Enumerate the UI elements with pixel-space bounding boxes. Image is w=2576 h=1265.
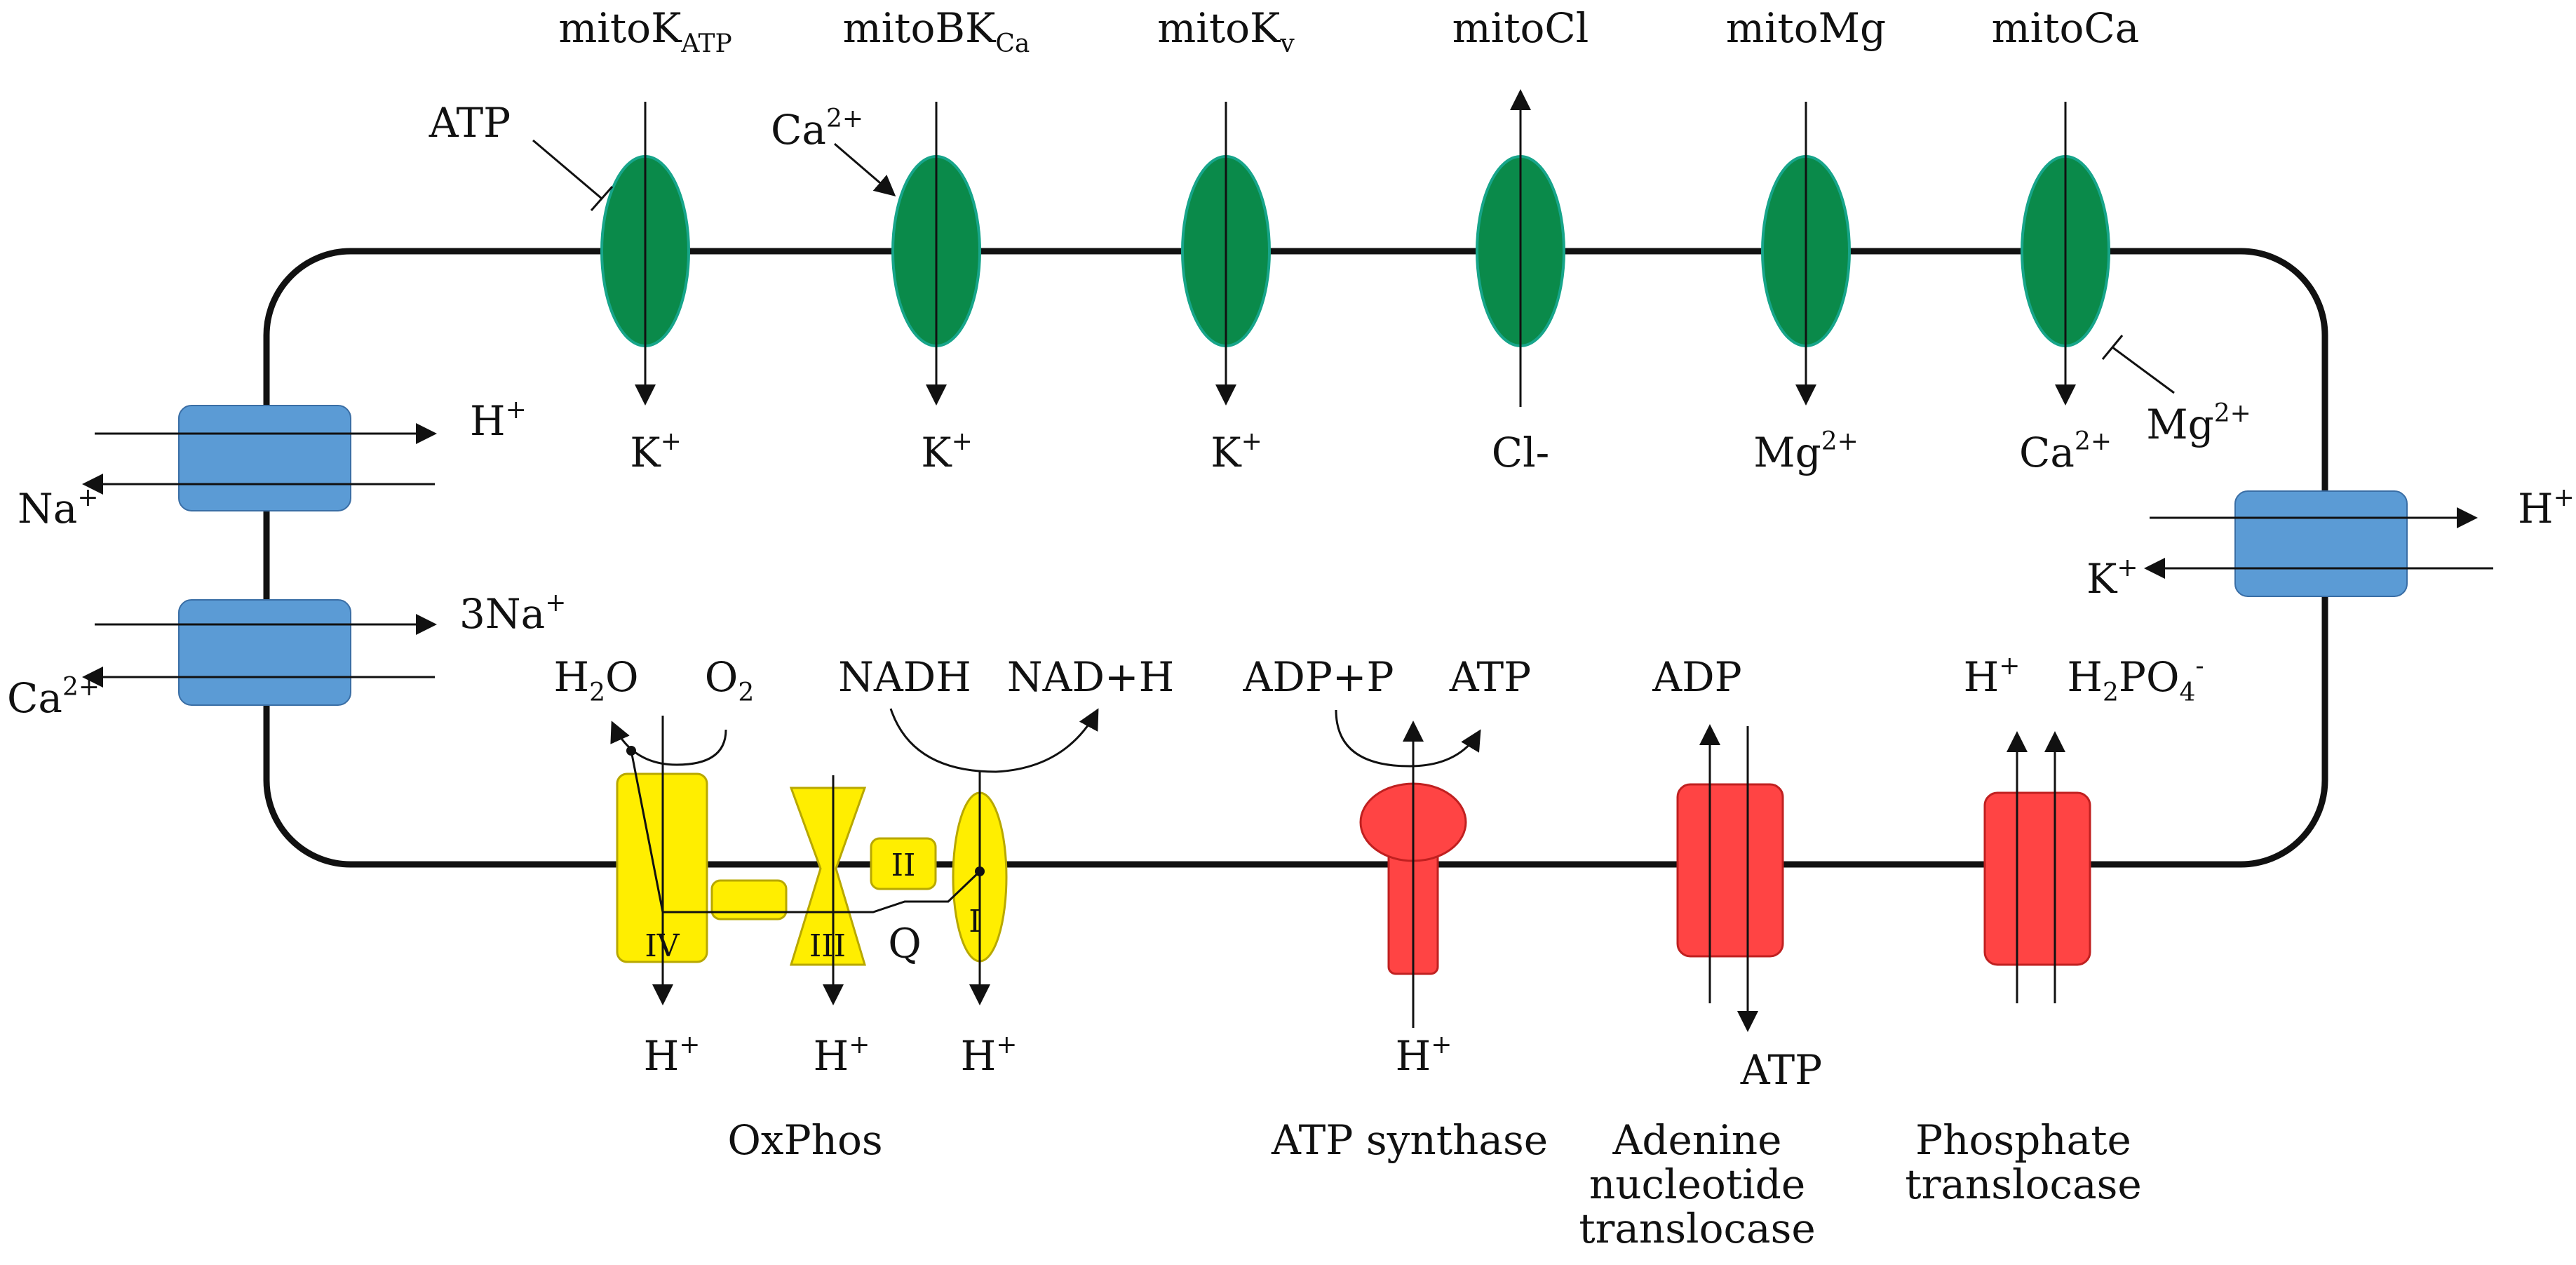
channel-mito-cl: mitoCl Cl- (1452, 4, 1589, 476)
channel-name: mitoKATP (558, 4, 731, 58)
complex-iii-label: III (809, 928, 846, 964)
adp-label: ADP (1652, 653, 1741, 701)
exchanger-body (2234, 490, 2408, 597)
pic-title-2: translocase (1905, 1160, 2141, 1208)
atp-synthase: ADP+P ATP H+ ATP synthase (1242, 653, 1548, 1164)
oxphos-title: OxPhos (727, 1116, 882, 1164)
pic-body (1983, 791, 2091, 966)
mg-inhibitor: Mg2+ (2101, 335, 2251, 448)
electron-path (630, 750, 981, 913)
na-ca-exchanger: 3Na+ Ca2+ (7, 589, 566, 722)
h2po4-label: H2PO4- (2067, 652, 2204, 707)
exchanger-body (178, 599, 351, 706)
ant-body (1676, 783, 1784, 958)
nadh-label: NADH (838, 653, 971, 701)
complex-i-label: I (969, 904, 980, 939)
h-label: H+ (470, 396, 527, 445)
ion-label: Ca2+ (2019, 427, 2112, 476)
h-label: H+ (2518, 483, 2575, 533)
ca-activator: Ca2+ (771, 105, 896, 196)
h-label: H+ (1964, 652, 2021, 701)
channel-mito-bk-ca: mitoBKCa K+ (843, 4, 1030, 476)
atp-label: ATP (1740, 1046, 1822, 1094)
ion-label: Cl- (1492, 429, 1550, 476)
q-label: Q (888, 920, 922, 968)
ion-label: K+ (630, 427, 682, 476)
synthase-title: ATP synthase (1271, 1116, 1548, 1164)
complex-ii-label: II (891, 848, 916, 883)
phosphate-translocase: H+ H2PO4- Phosphate translocase (1905, 652, 2204, 1208)
o2-label: O2 (705, 653, 754, 707)
complex-iv-label: IV (645, 928, 680, 964)
k-label: K+ (2086, 554, 2138, 603)
k-h-exchanger: H+ K+ (2086, 483, 2575, 603)
channel-name: mitoBKCa (843, 4, 1030, 58)
h-out-i: H+ (961, 1031, 1018, 1080)
oxphos-chain: H2O O2 NADH NAD+H IV III II I Q H+ H+ H+… (553, 653, 1174, 1164)
atp-label: ATP (429, 99, 511, 147)
q-connector (710, 879, 788, 921)
channel-name: mitoCl (1452, 4, 1589, 52)
ion-label: Mg2+ (1753, 427, 1859, 476)
ion-label: K+ (1211, 427, 1262, 476)
na-h-exchanger: H+ Na+ (18, 396, 527, 533)
mg-label: Mg2+ (2146, 399, 2251, 448)
channel-mito-k-atp: mitoKATP K+ (558, 4, 731, 476)
channel-mito-kv: mitoKv K+ (1157, 4, 1295, 476)
channel-name: mitoCa (1992, 4, 2140, 52)
na-label: Na+ (18, 483, 99, 533)
channel-mito-ca: mitoCa Ca2+ (1992, 4, 2140, 476)
h2o-label: H2O (553, 653, 638, 707)
pic-title-1: Phosphate (1915, 1116, 2131, 1164)
atp-label: ATP (1449, 653, 1531, 701)
ant-title-1: Adenine (1612, 1116, 1782, 1164)
h-out-iv: H+ (644, 1031, 701, 1080)
ca-label: Ca2+ (7, 673, 100, 722)
channel-name: mitoMg (1726, 4, 1886, 52)
ion-label: K+ (921, 427, 973, 476)
ant-title-3: translocase (1579, 1205, 1815, 1252)
3na-label: 3Na+ (459, 589, 566, 638)
adenine-nucleotide-translocase: ADP ATP Adenine nucleotide translocase (1579, 653, 1822, 1252)
h-label: H+ (1396, 1031, 1452, 1080)
nad-label: NAD+H (1007, 653, 1174, 701)
adp-p-label: ADP+P (1242, 653, 1394, 701)
ca-label: Ca2+ (771, 105, 863, 154)
channel-mito-mg: mitoMg Mg2+ (1726, 4, 1886, 476)
complex-iii (789, 787, 867, 966)
ant-title-2: nucleotide (1589, 1160, 1805, 1208)
exchanger-body (178, 405, 351, 511)
h-out-iii: H+ (814, 1031, 870, 1080)
channel-name: mitoKv (1157, 4, 1295, 58)
atp-inhibitor: ATP (429, 99, 614, 211)
complex-ii (870, 837, 937, 890)
